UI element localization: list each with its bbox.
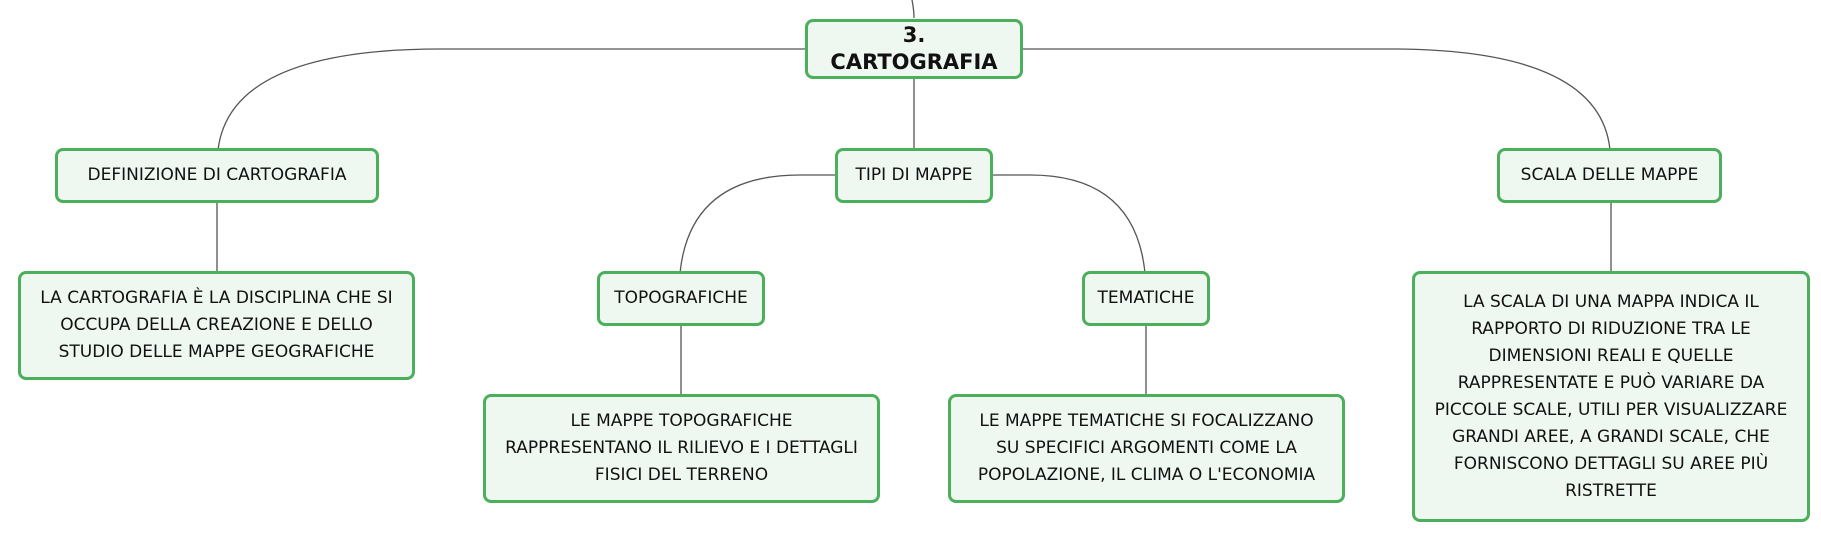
node-text: LA SCALA DI UNA MAPPA INDICA IL RAPPORTO… [1434,291,1788,501]
node-tipi[interactable]: TIPI DI MAPPE [835,148,993,203]
node-tematiche[interactable]: TEMATICHE [1082,271,1210,326]
root-node[interactable]: 3. CARTOGRAFIA [805,19,1023,79]
node-scala[interactable]: SCALA DELLE MAPPE [1497,148,1722,203]
node-definizione-detail[interactable]: LA CARTOGRAFIA È LA DISCIPLINA CHE SI OC… [18,271,415,380]
node-text: LE MAPPE TEMATICHE SI FOCALIZZANO SU SPE… [977,411,1316,485]
link-root-scala [1023,48,1611,151]
node-label: TIPI DI MAPPE [855,165,973,185]
node-label: SCALA DELLE MAPPE [1520,165,1699,185]
link-tipi-topografiche [679,174,837,274]
node-label: DEFINIZIONE DI CARTOGRAFIA [87,165,347,185]
node-scala-detail[interactable]: LA SCALA DI UNA MAPPA INDICA IL RAPPORTO… [1412,271,1810,522]
node-topografiche[interactable]: TOPOGRAFICHE [597,271,765,326]
node-label: TOPOGRAFICHE [614,288,748,308]
link-tipi-tematiche [991,174,1146,274]
root-label: 3. CARTOGRAFIA [830,23,998,74]
node-text: LA CARTOGRAFIA È LA DISCIPLINA CHE SI OC… [40,288,393,362]
node-tematiche-detail[interactable]: LE MAPPE TEMATICHE SI FOCALIZZANO SU SPE… [948,394,1345,503]
node-definizione[interactable]: DEFINIZIONE DI CARTOGRAFIA [55,148,379,203]
node-topografiche-detail[interactable]: LE MAPPE TOPOGRAFICHE RAPPRESENTANO IL R… [483,394,880,503]
link-parent-root [911,0,915,19]
link-root-definizione [217,48,805,151]
node-text: LE MAPPE TOPOGRAFICHE RAPPRESENTANO IL R… [505,411,858,485]
node-label: TEMATICHE [1097,288,1195,308]
